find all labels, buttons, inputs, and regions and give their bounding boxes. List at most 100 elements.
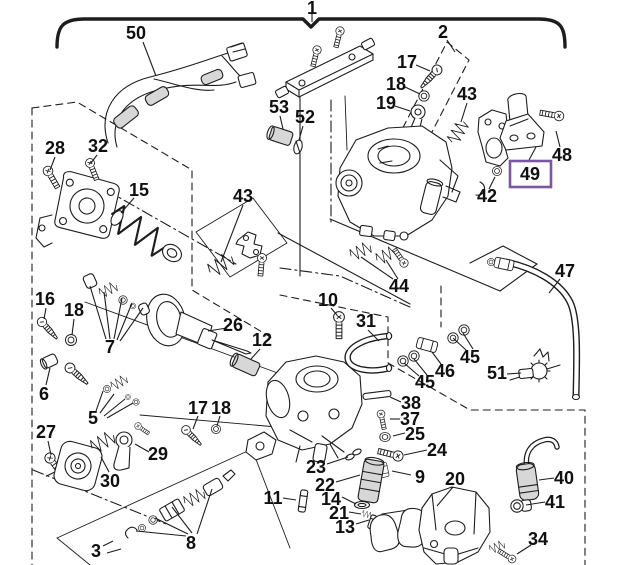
leader-line-32 <box>90 154 98 164</box>
leader-line-45 <box>462 332 474 350</box>
part-46-pipe <box>415 336 439 354</box>
part-29-bracket <box>113 421 152 471</box>
part-11-pin <box>297 489 309 513</box>
leader-line-7 <box>89 285 107 340</box>
callout-47: 47 <box>555 261 575 281</box>
part-17-needle-screw <box>179 423 205 449</box>
part-53-sleeve <box>266 125 294 146</box>
callout-49: 49 <box>520 164 540 184</box>
leader-line-8 <box>171 506 193 534</box>
callout-52: 52 <box>295 107 315 127</box>
part-upper-carburetor <box>335 125 461 242</box>
leader-line-45 <box>403 362 420 377</box>
leader-line-7 <box>116 302 133 341</box>
callout-8: 8 <box>186 533 196 553</box>
part-23-clips <box>345 448 362 461</box>
leader-line-38 <box>389 396 402 403</box>
leader-line-6 <box>45 367 51 386</box>
callout-48: 48 <box>552 145 572 165</box>
leader-line-24 <box>403 449 428 456</box>
part-25-washer <box>379 432 391 442</box>
callout-50: 50 <box>126 23 146 43</box>
part-20-float-bowl <box>418 486 491 565</box>
part-pump-cover <box>35 171 120 248</box>
leader-line-29 <box>134 443 150 453</box>
leader-line-51 <box>506 372 522 375</box>
callout-23: 23 <box>306 457 326 477</box>
callout-41: 41 <box>545 492 565 512</box>
highlight-box-49 <box>508 159 553 189</box>
callout-26: 26 <box>223 315 243 335</box>
part-18-oring <box>418 90 430 102</box>
part-26-diaphragm <box>146 293 252 355</box>
assembly-brace <box>55 17 567 49</box>
part-hook <box>475 181 486 196</box>
leader-line-48 <box>555 130 561 148</box>
part-48-bolt <box>538 107 566 123</box>
part-52-clip <box>293 139 303 155</box>
leader-line-14 <box>341 496 357 505</box>
leader-line-31 <box>367 329 380 342</box>
leader-line-25 <box>392 432 406 437</box>
part-49-joint-bracket <box>499 92 545 151</box>
leader-line-45 <box>452 337 467 351</box>
callout-29: 29 <box>148 444 168 464</box>
part-38-pin <box>362 390 392 400</box>
leader-line-43 <box>220 204 244 263</box>
leader-line-30 <box>100 456 110 473</box>
leader-line-18 <box>71 318 75 336</box>
callout-43: 43 <box>233 186 253 206</box>
leader-line-17 <box>415 64 431 72</box>
leader-line-18 <box>404 86 421 95</box>
callout-45: 45 <box>415 372 435 392</box>
leader-line-5 <box>106 402 134 419</box>
leader-line-8 <box>196 488 213 535</box>
leader-line-15 <box>120 197 135 214</box>
callout-10: 10 <box>318 290 338 310</box>
part-40-drain-pipe <box>515 436 560 512</box>
callout-24: 24 <box>427 440 447 460</box>
leader-line-50 <box>142 41 157 77</box>
callout-2: 2 <box>438 22 448 42</box>
part-31-joint-pipe <box>344 331 393 374</box>
callout-7: 7 <box>105 337 115 357</box>
leader-line-20 <box>436 486 454 507</box>
leader-line-47 <box>548 278 561 294</box>
callout-11: 11 <box>263 488 282 508</box>
leader-line-44 <box>360 256 394 280</box>
callout-14: 14 <box>321 489 341 509</box>
callout-30: 30 <box>100 471 120 491</box>
rail-screw-icon <box>308 44 323 68</box>
callout-17: 17 <box>397 52 417 72</box>
leader-line-18 <box>216 415 221 427</box>
leader-line-5 <box>103 398 126 417</box>
callout-22: 22 <box>315 475 335 495</box>
leader-line-8 <box>135 530 187 537</box>
leader-line-2 <box>446 39 456 53</box>
part-28-screw <box>41 164 63 191</box>
part-6-cap <box>39 353 59 370</box>
leader-line-3 <box>106 548 122 554</box>
leader-line-9 <box>391 470 412 476</box>
leader-line-23 <box>326 456 349 465</box>
part-18-oring <box>211 424 221 434</box>
part-22-needle-jet <box>357 456 385 504</box>
leader-line-11 <box>282 497 297 501</box>
leader-line-7 <box>119 307 144 342</box>
callout-31: 31 <box>356 311 376 331</box>
part-7-jet-set <box>82 273 150 316</box>
leader-line-17 <box>192 415 199 430</box>
leader-line-28 <box>49 156 56 171</box>
callout-18: 18 <box>386 74 406 94</box>
part-rail-bracket <box>274 25 376 99</box>
callout-16: 16 <box>35 289 55 309</box>
part-34-screw-spring <box>487 539 518 565</box>
leader-line-3 <box>102 540 114 547</box>
callout-3: 3 <box>91 541 101 561</box>
part-18-oring <box>65 334 77 346</box>
part-8-main-jet-set <box>124 469 236 539</box>
leader-line-40 <box>538 477 555 481</box>
leader-line-19 <box>394 105 411 112</box>
part-float <box>369 507 426 553</box>
